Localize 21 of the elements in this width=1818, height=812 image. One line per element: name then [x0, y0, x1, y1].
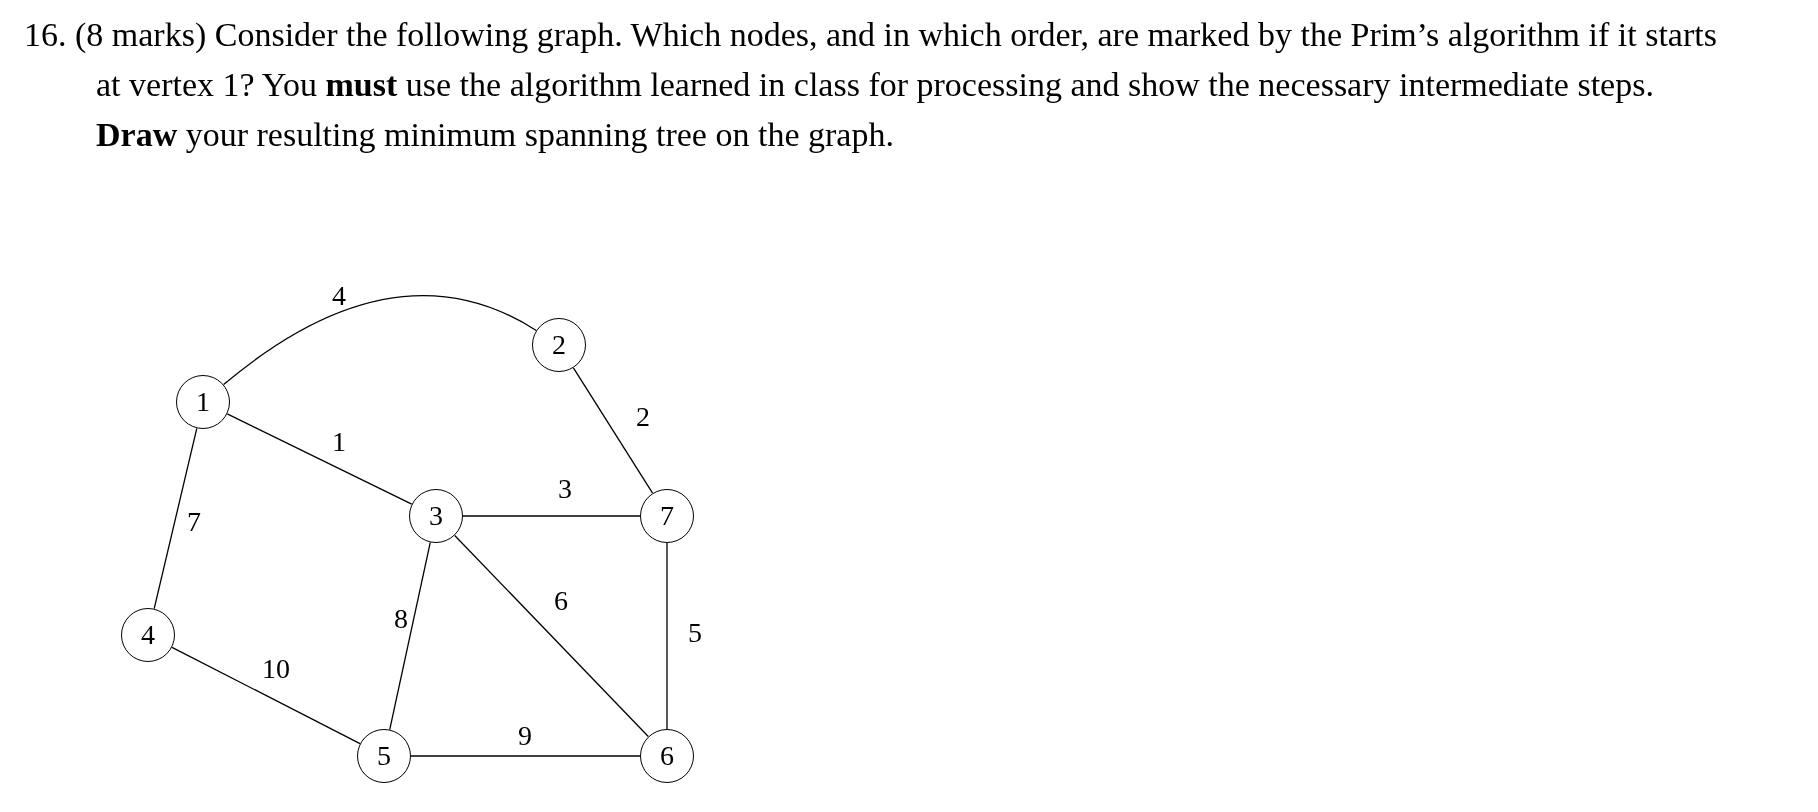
edge-weight: 2 — [636, 403, 650, 431]
edge-line — [454, 534, 649, 738]
edge-weight: 1 — [332, 428, 346, 456]
edge-line — [223, 295, 537, 386]
edge-line — [666, 542, 668, 730]
edge-line — [153, 427, 198, 610]
edge-line — [410, 755, 641, 757]
edge-weight: 7 — [187, 508, 201, 536]
edge-weight: 8 — [394, 605, 408, 633]
edge-line — [226, 413, 413, 505]
edge-weight: 4 — [332, 282, 346, 310]
edge-line — [462, 515, 641, 517]
edge-weight: 6 — [554, 587, 568, 615]
edge-weight: 5 — [688, 619, 702, 647]
edge-line — [389, 541, 431, 731]
edge-weight: 10 — [262, 655, 290, 683]
edge-weight: 9 — [518, 722, 532, 750]
question-text: 16. (8 marks) Consider the following graph. Which nodes, and in which order, are marked by the Prim’s algorithm if it starts at vertex 1? You must use the algorithm learned in class for processing and show the necessary intermediate steps. Draw your resulting minimum spanning tree on the graph. — [23, 15, 1718, 155]
edge-line — [572, 367, 654, 494]
edge-weight: 3 — [558, 475, 572, 503]
edge-line — [171, 646, 361, 745]
